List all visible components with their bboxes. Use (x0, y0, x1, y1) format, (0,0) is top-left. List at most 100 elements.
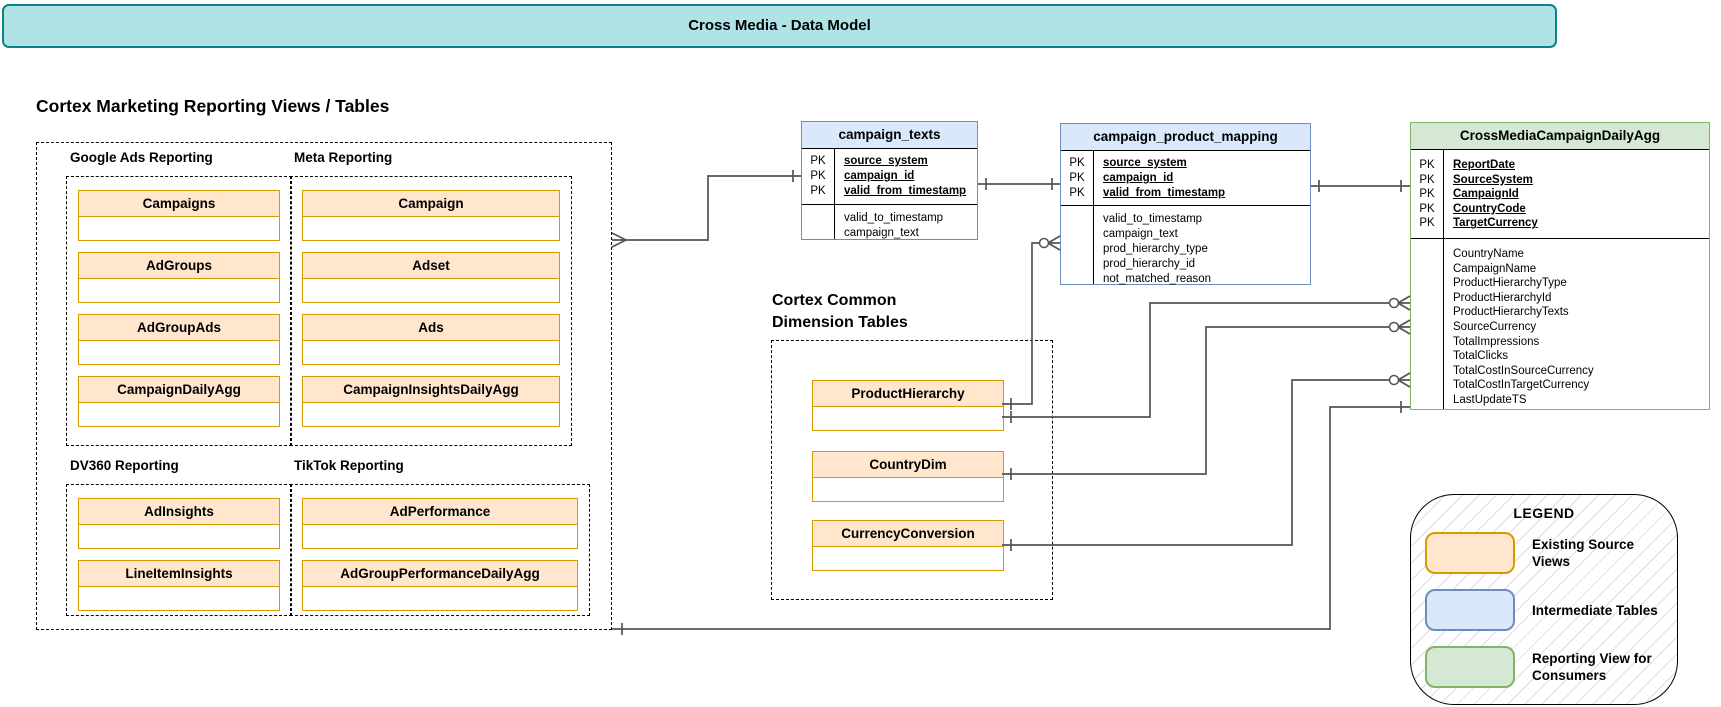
source-view-table: AdInsights (78, 498, 280, 549)
attribute-name: LastUpdateTS (1453, 393, 1527, 406)
entity-title: CrossMediaCampaignDailyAgg (1411, 123, 1709, 150)
pk-tag-empty (802, 226, 834, 241)
group-label-google-ads: Google Ads Reporting (70, 150, 213, 165)
pk-tag-empty (1411, 247, 1443, 262)
entity-title: campaign_texts (802, 122, 977, 149)
attribute-row: TotalCostInTargetCurrency (1411, 378, 1709, 393)
table-currency-conversion: CurrencyConversion (812, 520, 1004, 571)
table-title: Campaign (303, 191, 559, 217)
dimension-section-heading: Cortex Common Dimension Tables (772, 292, 908, 331)
attribute-name: campaign_text (1103, 228, 1178, 240)
attribute-row: ProductHierarchyTexts (1411, 305, 1709, 320)
pk-attribute-name: source_system (844, 155, 928, 167)
table-body (813, 547, 1003, 570)
source-view-table: Campaigns (78, 190, 280, 241)
source-view-table: LineItemInsights (78, 560, 280, 611)
pk-tag: PK (1069, 157, 1085, 169)
attribute-name: CountryName (1453, 247, 1524, 260)
connector-sources-to-campaign-texts (611, 170, 801, 248)
table-title: CampaignInsightsDailyAgg (303, 377, 559, 403)
attribute-row: prod_hierarchy_type (1061, 242, 1310, 257)
pk-attribute-name: TargetCurrency (1453, 217, 1538, 230)
group-label-tiktok: TikTok Reporting (294, 458, 404, 473)
pk-attribute-name: CountryCode (1453, 202, 1526, 215)
table-title: Campaigns (79, 191, 279, 217)
table-title: AdGroups (79, 253, 279, 279)
table-title: AdInsights (79, 499, 279, 525)
attribute-row: campaign_text (802, 226, 977, 241)
pk-row: PK ReportDate (1411, 158, 1709, 173)
connector-countrydim-to-crossmedia (1002, 319, 1411, 480)
attribute-name: campaign_text (844, 227, 919, 239)
pk-divider (1093, 150, 1094, 284)
attribute-name: TotalCostInTargetCurrency (1453, 379, 1590, 392)
pk-tag-empty (1411, 393, 1443, 408)
pk-tag: PK (810, 185, 826, 197)
source-view-table: AdGroupPerformanceDailyAgg (302, 560, 578, 611)
attribute-row: prod_hierarchy_id (1061, 257, 1310, 272)
attribute-row: CountryName (1411, 247, 1709, 262)
table-body (79, 341, 279, 364)
entity-campaign-product-mapping: campaign_product_mapping PK source_system… (1060, 123, 1311, 285)
pk-tag: PK (1419, 188, 1435, 201)
table-body (79, 403, 279, 426)
pk-tag-empty (1061, 242, 1093, 257)
pk-tag-empty (1411, 291, 1443, 306)
attribute-name: TotalImpressions (1453, 335, 1540, 348)
pk-attribute-name: source_system (1103, 157, 1187, 169)
pk-tag-empty (1411, 305, 1443, 320)
attribute-name: CampaignName (1453, 262, 1537, 275)
legend-label: Intermediate Tables (1532, 602, 1658, 618)
attribute-row: valid_to_timestamp (1061, 212, 1310, 227)
attribute-row: not_matched_reason (1061, 272, 1310, 287)
legend-swatch (1425, 589, 1515, 631)
table-title: Ads (303, 315, 559, 341)
table-country-dim: CountryDim (812, 451, 1004, 502)
source-view-table: AdPerformance (302, 498, 578, 549)
entity-title: campaign_product_mapping (1061, 124, 1310, 151)
source-view-table: CampaignDailyAgg (78, 376, 280, 427)
pk-tag-empty (1411, 320, 1443, 335)
attribute-name: ProductHierarchyTexts (1453, 306, 1569, 319)
pk-attribute-name: ReportDate (1453, 159, 1515, 171)
pk-attribute-name: campaign_id (1103, 172, 1174, 184)
table-body (303, 217, 559, 240)
pk-tag-empty (1411, 378, 1443, 393)
group-label-dv360: DV360 Reporting (70, 458, 179, 473)
source-view-table: Adset (302, 252, 560, 303)
attribute-name: TotalCostInSourceCurrency (1453, 364, 1594, 377)
marketing-views-container (36, 142, 612, 630)
pk-tag-empty (1411, 349, 1443, 364)
legend-item: Reporting View for Consumers (1425, 646, 1677, 688)
legend-swatch (1425, 646, 1515, 688)
legend-item: Intermediate Tables (1425, 589, 1677, 631)
source-view-table: CampaignInsightsDailyAgg (302, 376, 560, 427)
pk-tag-empty (1061, 212, 1093, 227)
pk-tag: PK (1419, 173, 1435, 186)
pk-tag-empty (1061, 272, 1093, 287)
pk-divider (1443, 149, 1444, 409)
attribute-row: TotalImpressions (1411, 335, 1709, 350)
pk-tag: PK (1419, 159, 1435, 171)
table-body (79, 217, 279, 240)
table-title: AdGroupAds (79, 315, 279, 341)
pk-row: PK source_system (1061, 156, 1310, 171)
pk-tag-empty (1411, 364, 1443, 379)
legend-label: Reporting View for Consumers (1532, 651, 1652, 683)
pk-tag-empty (1411, 335, 1443, 350)
